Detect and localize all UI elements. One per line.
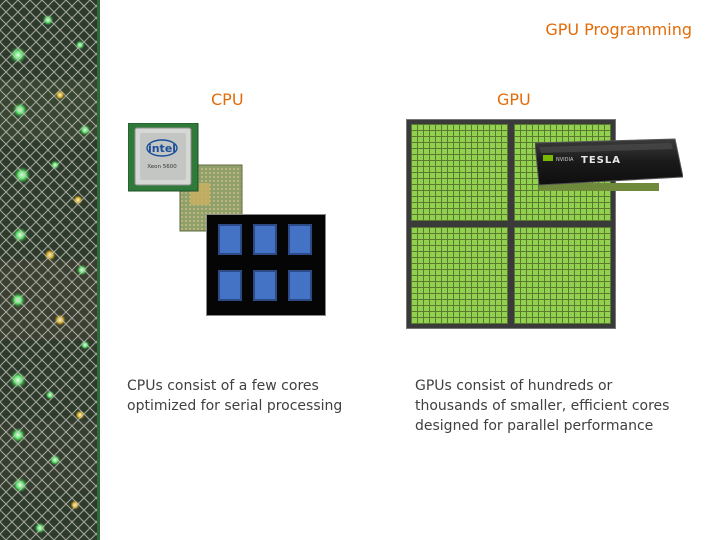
gpu-core-block xyxy=(411,227,508,324)
gpu-caption-line: thousands of smaller, efficient cores xyxy=(415,398,670,414)
cpu-core-diagram xyxy=(206,214,326,316)
cpu-caption-line: CPUs consist of a few cores xyxy=(127,378,319,394)
gpu-core-block xyxy=(514,227,611,324)
cpu-core xyxy=(253,270,277,301)
cpu-core xyxy=(218,270,242,301)
slide-title: GPU Programming xyxy=(545,20,692,39)
cpu-core xyxy=(288,224,312,255)
strip-divider xyxy=(97,0,100,540)
xeon-model-text: Xeon 5600 xyxy=(147,164,177,170)
gpu-caption-line: GPUs consist of hundreds or xyxy=(415,378,613,394)
gpu-heading: GPU xyxy=(497,90,531,109)
cpu-heading: CPU xyxy=(211,90,244,109)
nvidia-label-text: NVIDIA xyxy=(556,157,574,163)
cpu-core xyxy=(253,224,277,255)
cpu-caption: CPUs consist of a few cores optimized fo… xyxy=(127,376,377,416)
intel-logo-text: intel xyxy=(148,142,176,155)
gpu-caption: GPUs consist of hundreds or thousands of… xyxy=(415,376,705,436)
cpu-core xyxy=(288,270,312,301)
cpu-core xyxy=(218,224,242,255)
server-rack-photo xyxy=(0,0,97,540)
gpu-caption-line: designed for parallel performance xyxy=(415,418,654,434)
gpu-core-block xyxy=(411,124,508,221)
tesla-gpu-card-photo: NVIDIA TESLA xyxy=(534,137,684,193)
tesla-label-text: TESLA xyxy=(581,155,621,166)
cpu-caption-line: optimized for serial processing xyxy=(127,398,343,414)
